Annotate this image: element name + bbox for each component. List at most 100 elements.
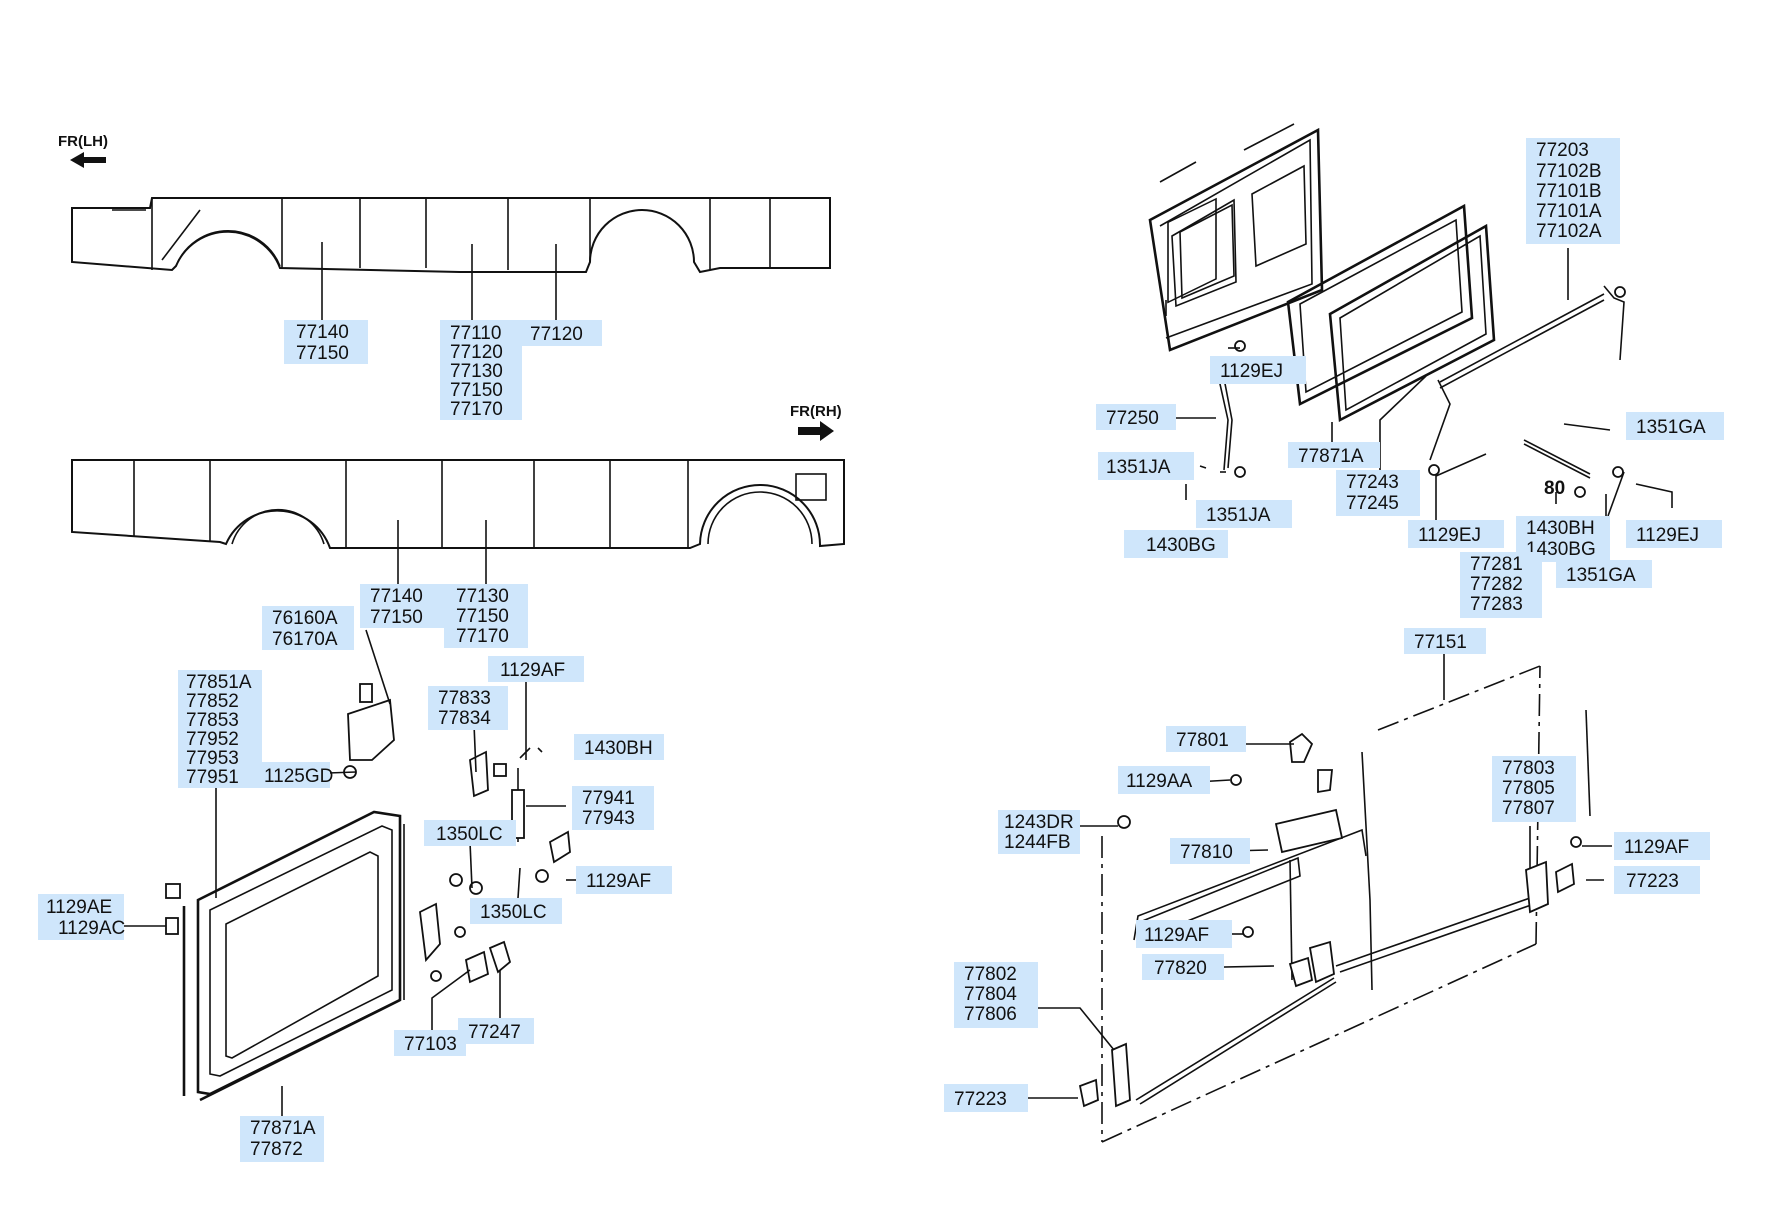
part-number: 77250 — [1106, 408, 1159, 429]
part-number: 77101B — [1536, 181, 1602, 202]
callout-77820: 77820 — [1142, 954, 1224, 980]
part-number: 77852 — [186, 691, 239, 712]
part-number: 1129AE — [46, 897, 112, 918]
callout-1129AF-b: 1129AF — [576, 866, 672, 894]
part-number: 1129AF — [1144, 925, 1209, 946]
callout-77243: 77243 77245 — [1336, 470, 1420, 516]
part-number: 77223 — [954, 1089, 1007, 1110]
part-number: 77802 — [964, 964, 1017, 985]
part-number: 77834 — [438, 708, 491, 729]
part-number: 1430BH — [1526, 518, 1595, 539]
part-number: 1350LC — [436, 824, 503, 845]
arrow-right-icon — [798, 421, 834, 441]
side-panel-rh — [71, 459, 845, 549]
callout-1351JA-a: 1351JA — [1098, 452, 1194, 480]
part-number: 77833 — [438, 688, 491, 709]
part-number: 1129AA — [1126, 771, 1193, 792]
part-number: 77941 — [582, 788, 635, 809]
part-number: 77871A — [250, 1118, 316, 1139]
callout-77223-a: 77223 — [1614, 866, 1700, 894]
callout-77140-77150-top: 77140 77150 — [284, 320, 368, 364]
part-number: 77130 — [450, 361, 503, 382]
part-number: 1430BG — [1146, 535, 1216, 556]
part-number: 1129AC — [58, 918, 125, 939]
callout-77223-b: 77223 — [944, 1084, 1028, 1112]
part-number: 1351JA — [1206, 505, 1271, 526]
callout-1129AF-d: 1129AF — [1136, 920, 1232, 948]
part-number: 77853 — [186, 710, 239, 731]
part-number: 77223 — [1626, 871, 1679, 892]
callout-1125GD: 1125GD — [256, 762, 333, 788]
part-number: 77150 — [296, 343, 349, 364]
callout-77941: 77941 77943 — [572, 786, 654, 830]
callout-77203-group: 77203 77102B 77101B 77101A 77102A — [1526, 138, 1620, 244]
callout-77801: 77801 — [1166, 726, 1246, 752]
callout-76160A: 76160A 76170A — [262, 606, 354, 650]
callout-1430BG-a: 1430BG — [1124, 530, 1228, 558]
part-number: 77243 — [1346, 472, 1399, 493]
part-number: 77203 — [1536, 140, 1589, 161]
part-number: 77951 — [186, 767, 239, 788]
part-number: 1129AF — [586, 871, 651, 892]
part-number: 77281 — [1470, 554, 1523, 575]
part-number: 1129AF — [1624, 837, 1689, 858]
callout-77247: 77247 — [458, 1018, 534, 1044]
callout-77110-group: 77110 77120 77130 77150 77170 — [440, 320, 522, 420]
door-lock-mechanism — [1078, 665, 1591, 1143]
callout-1350LC-a: 1350LC — [424, 820, 516, 846]
side-panel-lh — [71, 197, 831, 274]
part-number: 77110 — [450, 323, 501, 344]
callout-77130-group: 77130 77150 77170 — [444, 584, 528, 648]
part-number: 1129EJ — [1636, 525, 1699, 546]
part-number: 77170 — [456, 626, 509, 647]
callout-77281: 77281 77282 77283 — [1460, 552, 1542, 618]
part-number: 1351JA — [1106, 457, 1171, 478]
front-lh-text: FR(LH) — [58, 133, 108, 150]
side-window-frame — [182, 810, 405, 1102]
leader-lines — [120, 242, 1673, 1118]
front-lh-indicator: FR(LH) — [58, 133, 108, 168]
part-number: 77851A — [186, 672, 252, 693]
part-number: 77170 — [450, 399, 503, 420]
part-number: 1351GA — [1566, 565, 1636, 586]
part-number: 77150 — [456, 606, 509, 627]
part-number: 77810 — [1180, 842, 1233, 863]
callout-1129EJ-b: 1129EJ — [1408, 520, 1504, 548]
callout-1129AF-a: 1129AF — [488, 656, 584, 682]
part-number: 77871A — [1298, 446, 1364, 467]
window-hinge-parts — [165, 683, 571, 984]
callout-1351GA-a: 1351GA — [1626, 412, 1724, 440]
callout-1351GA-b: 1351GA — [1556, 560, 1652, 588]
part-number: 77943 — [582, 808, 635, 829]
part-number: 77806 — [964, 1004, 1017, 1025]
callout-77140-77150-bottom: 77140 77150 — [360, 584, 444, 628]
part-number: 76160A — [272, 608, 338, 629]
marker-80: 80 — [1544, 478, 1565, 499]
rear-window-glass — [1286, 203, 1496, 423]
callout-77871A-right: 77871A — [1288, 442, 1380, 468]
part-number: 77120 — [530, 324, 583, 345]
callout-77833: 77833 77834 — [428, 686, 508, 730]
part-number: 77130 — [456, 586, 509, 607]
part-number: 1129EJ — [1220, 361, 1283, 382]
part-number: 77102A — [1536, 221, 1602, 242]
part-number: 1430BH — [584, 738, 653, 759]
marker-80-text: 80 — [1544, 478, 1565, 499]
callout-77151: 77151 — [1404, 628, 1486, 654]
part-number: 77820 — [1154, 958, 1207, 979]
callout-1350LC-b: 1350LC — [470, 898, 562, 924]
part-number: 77804 — [964, 984, 1017, 1005]
part-number: 77805 — [1502, 778, 1555, 799]
callout-1129AA: 1129AA — [1118, 766, 1210, 794]
callout-77802: 77802 77804 77806 — [954, 962, 1038, 1028]
rear-door-struts — [1215, 285, 1626, 498]
part-number: 77803 — [1502, 758, 1555, 779]
part-number: 77872 — [250, 1139, 303, 1160]
callout-1243DR: 1243DR 1244FB — [998, 810, 1080, 854]
part-number: 77801 — [1176, 730, 1229, 751]
front-rh-text: FR(RH) — [790, 403, 842, 420]
part-number: 77247 — [468, 1022, 521, 1043]
part-number: 77103 — [404, 1034, 457, 1055]
arrow-left-icon — [70, 152, 106, 168]
